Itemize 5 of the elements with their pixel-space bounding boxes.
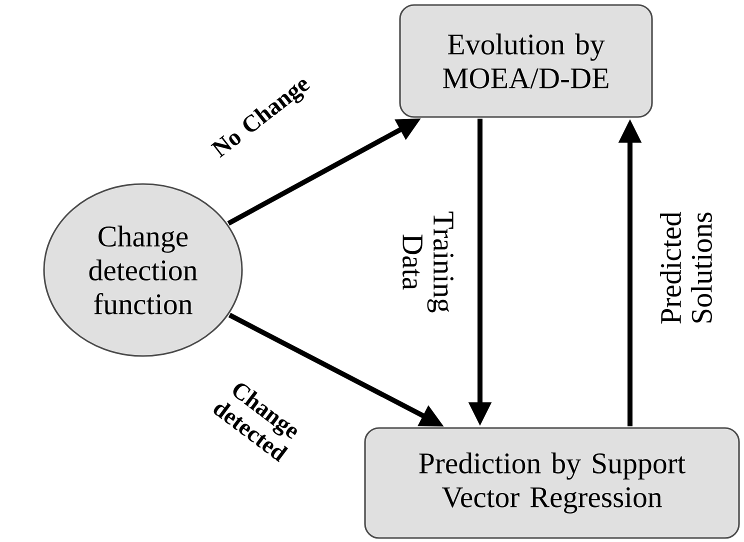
ellipse-node: Change detection function <box>43 183 243 357</box>
edge-label: Predicted Solutions <box>660 212 712 324</box>
process-box: Prediction by Support Vector Regression <box>364 427 740 539</box>
process-box: Evolution by MOEA/D-DE <box>399 4 653 118</box>
edge-label: Training Data <box>402 212 454 312</box>
